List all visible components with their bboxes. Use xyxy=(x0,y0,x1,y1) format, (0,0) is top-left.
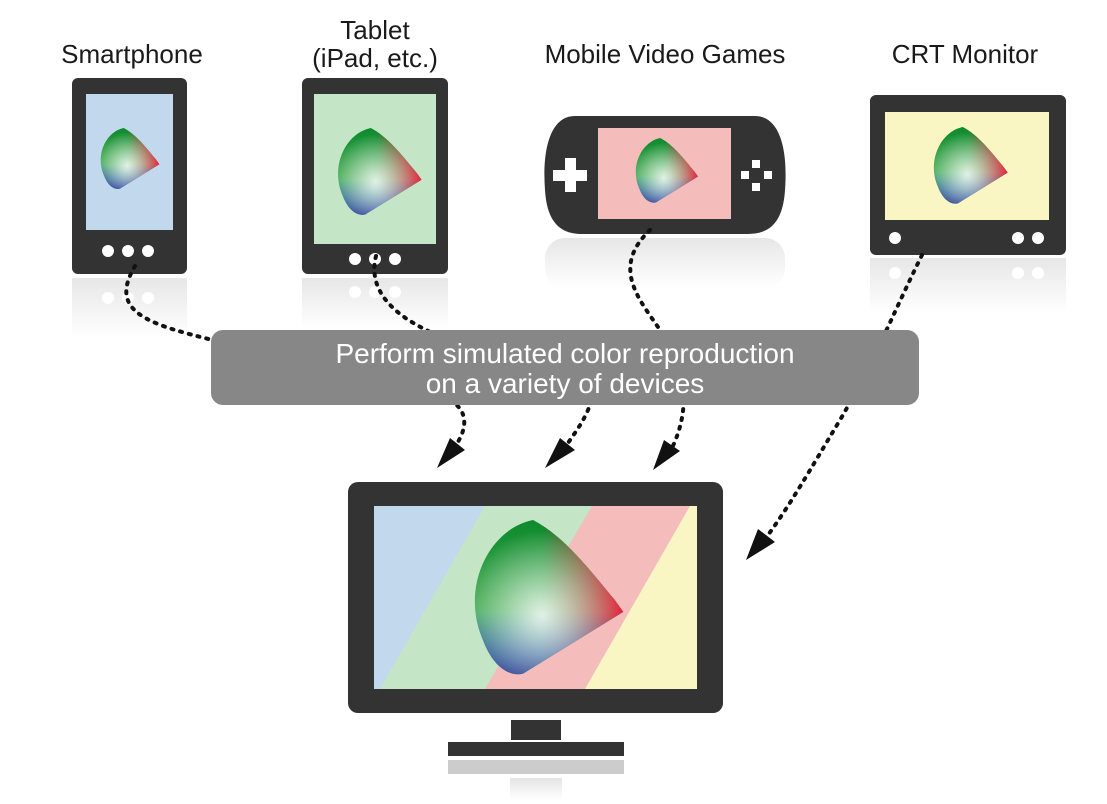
arrow-heads xyxy=(437,438,775,560)
tablet-label-line1: Tablet xyxy=(340,15,410,45)
smartphone-button xyxy=(102,245,114,257)
smartphone-button xyxy=(142,245,154,257)
arrow-head-games xyxy=(653,440,680,470)
crt-button xyxy=(889,232,901,244)
arrow-tablet xyxy=(372,254,592,445)
device-reflections xyxy=(72,238,1066,800)
mobile-games-label: Mobile Video Games xyxy=(544,39,786,69)
arrow-head-tablet xyxy=(545,438,575,468)
smartphone-button xyxy=(122,245,134,257)
crt-button xyxy=(1032,232,1044,244)
crt-button xyxy=(1012,232,1024,244)
tablet-label: Tablet (iPad, etc.) xyxy=(275,16,475,72)
banner-line-2: on a variety of devices xyxy=(425,368,705,399)
tablet-button xyxy=(349,253,361,265)
main-monitor xyxy=(348,482,723,756)
smartphone-label: Smartphone xyxy=(61,39,203,69)
crt-device xyxy=(870,95,1066,255)
tablet-label-line2: (iPad, etc.) xyxy=(312,43,438,73)
action-buttons-icon xyxy=(741,160,772,191)
monitor-screen xyxy=(374,506,697,689)
arrow-head-smartphone xyxy=(437,438,465,468)
smartphone-device xyxy=(72,78,187,274)
monitor-neck xyxy=(511,720,561,740)
arrow-head-crt xyxy=(746,529,775,560)
arrow-crt xyxy=(766,253,924,537)
monitor-base xyxy=(448,742,624,756)
mobile-game-device xyxy=(544,116,786,234)
tablet-button xyxy=(389,253,401,265)
tablet-device xyxy=(302,78,448,274)
banner-line-1: Perform simulated color reproduction xyxy=(335,338,795,369)
info-banner: Perform simulated color reproduction on … xyxy=(211,330,919,405)
crt-monitor-label: CRT Monitor xyxy=(891,39,1039,69)
reflection-dot xyxy=(102,292,114,304)
dpad-icon xyxy=(553,158,587,192)
arrow-games xyxy=(628,228,686,450)
